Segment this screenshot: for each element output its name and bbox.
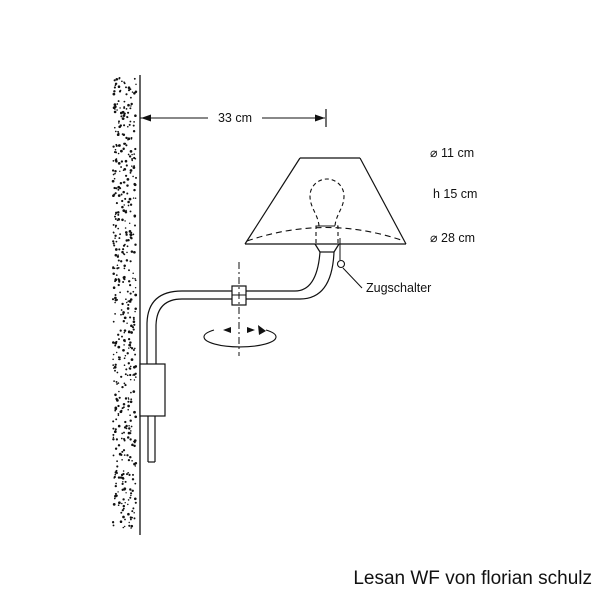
wall-stipple bbox=[111, 76, 138, 529]
pivot-joint bbox=[231, 262, 247, 356]
lamp-socket bbox=[314, 243, 340, 253]
arm-length-dimension: 33 cm bbox=[140, 109, 327, 127]
pull-switch: Zugschalter bbox=[336, 238, 431, 295]
arm-length-label: 33 cm bbox=[218, 111, 252, 125]
rotation-arrow-icon bbox=[203, 325, 277, 348]
pull-switch-label: Zugschalter bbox=[366, 281, 431, 295]
bulb-icon bbox=[309, 178, 345, 245]
wall bbox=[111, 75, 141, 535]
bottom-diameter-label: ⌀ 28 cm bbox=[430, 231, 475, 245]
top-diameter-label: ⌀ 11 cm bbox=[430, 146, 474, 160]
lamp-arm bbox=[146, 251, 335, 463]
wall-bracket bbox=[139, 363, 166, 417]
lamp-shade bbox=[244, 157, 407, 245]
height-label: h 15 cm bbox=[433, 187, 477, 201]
product-caption: Lesan WF von florian schulz bbox=[353, 568, 592, 589]
